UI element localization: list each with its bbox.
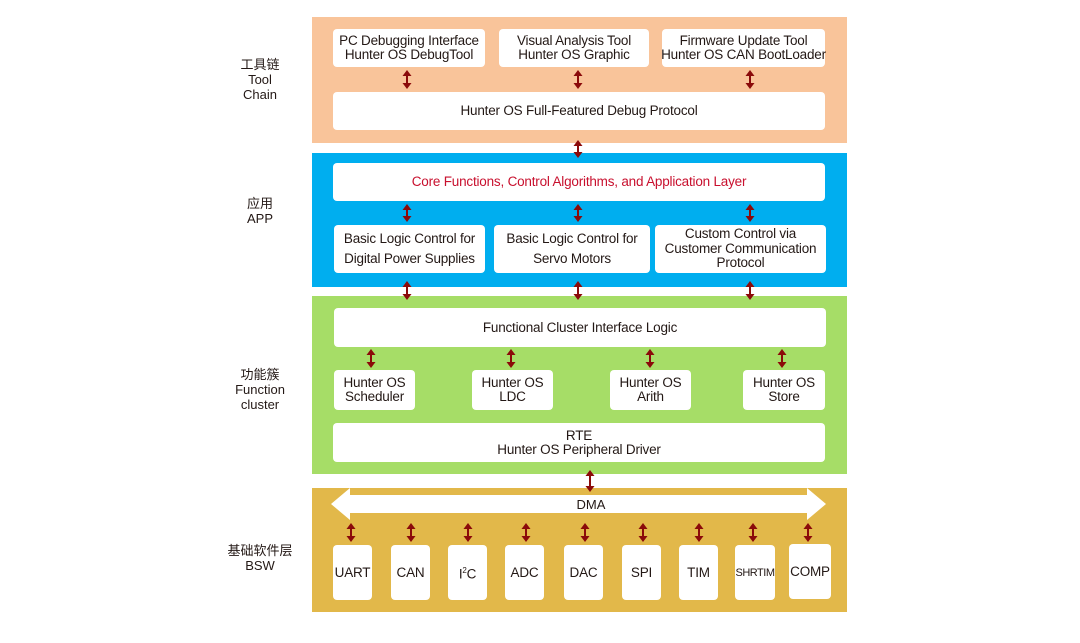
peripheral-uart: UART	[333, 545, 372, 600]
debug-protocol: Hunter OS Full-Featured Debug Protocol	[333, 92, 825, 130]
peripheral-i2c: I2C	[448, 545, 487, 600]
app-core-text: Core Functions, Control Algorithms, and …	[411, 174, 747, 189]
cluster-interface-text: Functional Cluster Interface Logic	[482, 319, 678, 335]
peripheral-comp-text: COMP	[790, 563, 830, 579]
peripheral-can: CAN	[391, 545, 430, 600]
peripheral-i2c-text: I2C	[458, 564, 477, 582]
cluster-store: Hunter OS Store	[743, 370, 825, 410]
app-module-custom-line2: Customer Communication	[664, 240, 817, 256]
peripheral-shrtim-text: SHRTIM	[735, 566, 775, 579]
peripheral-spi-text: SPI	[630, 564, 653, 580]
peripheral-uart-text: UART	[334, 564, 371, 580]
peripheral-shrtim: SHRTIM	[735, 545, 775, 600]
app-module-power-line2: Digital Power Supplies	[344, 251, 475, 266]
app-module-custom: Custom Control via Customer Communicatio…	[655, 225, 826, 273]
app-label-en: APP	[246, 211, 273, 226]
app-module-servo-line1: Basic Logic Control for	[506, 231, 638, 246]
peripheral-driver-text: Hunter OS Peripheral Driver	[497, 441, 661, 457]
tool-graphic-title: Visual Analysis Tool	[516, 33, 632, 48]
toolchain-label-en-2: Chain	[243, 87, 277, 102]
cluster-scheduler-line1: Hunter OS	[343, 375, 406, 390]
peripheral-comp: COMP	[789, 544, 831, 599]
tool-bootloader: Firmware Update Tool Hunter OS CAN BootL…	[661, 29, 826, 67]
toolchain-label-cn: 工具链	[240, 57, 280, 72]
toolchain-label: 工具链 Tool Chain	[205, 57, 315, 102]
cluster-scheduler-line2: Scheduler	[345, 389, 404, 404]
cluster-ldc: Hunter OS LDC	[472, 370, 553, 410]
cluster-ldc-line2: LDC	[499, 389, 526, 404]
peripheral-spi: SPI	[622, 545, 661, 600]
function-label: 功能簇 Function cluster	[205, 367, 315, 412]
function-label-en-1: Function	[235, 382, 285, 397]
app-label-cn: 应用	[246, 196, 273, 211]
app-module-power-line1: Basic Logic Control for	[343, 231, 476, 246]
cluster-store-line2: Store	[768, 389, 800, 404]
peripheral-dac: DAC	[564, 545, 603, 600]
cluster-ldc-line1: Hunter OS	[481, 375, 544, 390]
peripheral-tim-text: TIM	[687, 564, 710, 580]
app-module-power: Basic Logic Control for Digital Power Su…	[334, 225, 485, 273]
tool-bootloader-name: Hunter OS CAN BootLoader	[661, 47, 826, 62]
i2c-sup: 2	[462, 565, 467, 575]
rte-text: RTE	[565, 427, 593, 443]
app-label: 应用 APP	[205, 196, 315, 226]
tool-graphic: Visual Analysis Tool Hunter OS Graphic	[499, 29, 649, 67]
i2c-i: I	[458, 566, 463, 582]
function-label-cn: 功能簇	[240, 367, 280, 382]
peripheral-tim: TIM	[679, 545, 718, 600]
app-module-servo-line2: Servo Motors	[533, 251, 611, 266]
peripheral-adc: ADC	[505, 545, 544, 600]
peripheral-can-text: CAN	[396, 564, 425, 580]
cluster-interface-logic: Functional Cluster Interface Logic	[334, 308, 826, 347]
app-core-layer: Core Functions, Control Algorithms, and …	[333, 163, 825, 201]
cluster-arith-line2: Arith	[637, 389, 664, 404]
tool-debugtool: PC Debugging Interface Hunter OS DebugTo…	[333, 29, 485, 67]
function-label-en-2: cluster	[240, 397, 280, 412]
toolchain-label-en-1: Tool	[248, 72, 272, 87]
app-module-servo: Basic Logic Control for Servo Motors	[494, 225, 650, 273]
tool-debugtool-name: Hunter OS DebugTool	[344, 47, 474, 62]
cluster-store-line1: Hunter OS	[753, 375, 815, 390]
app-module-custom-line1: Custom Control via	[684, 226, 797, 242]
rte-peripheral-driver: RTE Hunter OS Peripheral Driver	[333, 423, 825, 462]
peripheral-dac-text: DAC	[569, 564, 598, 580]
cluster-scheduler: Hunter OS Scheduler	[334, 370, 415, 410]
debug-protocol-text: Hunter OS Full-Featured Debug Protocol	[460, 103, 698, 118]
tool-graphic-name: Hunter OS Graphic	[518, 47, 630, 62]
bsw-label-en: BSW	[245, 558, 275, 573]
cluster-arith: Hunter OS Arith	[610, 370, 691, 410]
bsw-label-cn: 基础软件层	[227, 543, 293, 558]
tool-debugtool-title: PC Debugging Interface	[339, 33, 479, 48]
tool-bootloader-title: Firmware Update Tool	[679, 33, 808, 48]
app-module-custom-line3: Protocol	[716, 255, 765, 271]
bsw-label: 基础软件层 BSW	[205, 543, 315, 573]
i2c-c: C	[466, 566, 477, 582]
peripheral-adc-text: ADC	[510, 564, 539, 580]
cluster-arith-line1: Hunter OS	[619, 375, 682, 390]
